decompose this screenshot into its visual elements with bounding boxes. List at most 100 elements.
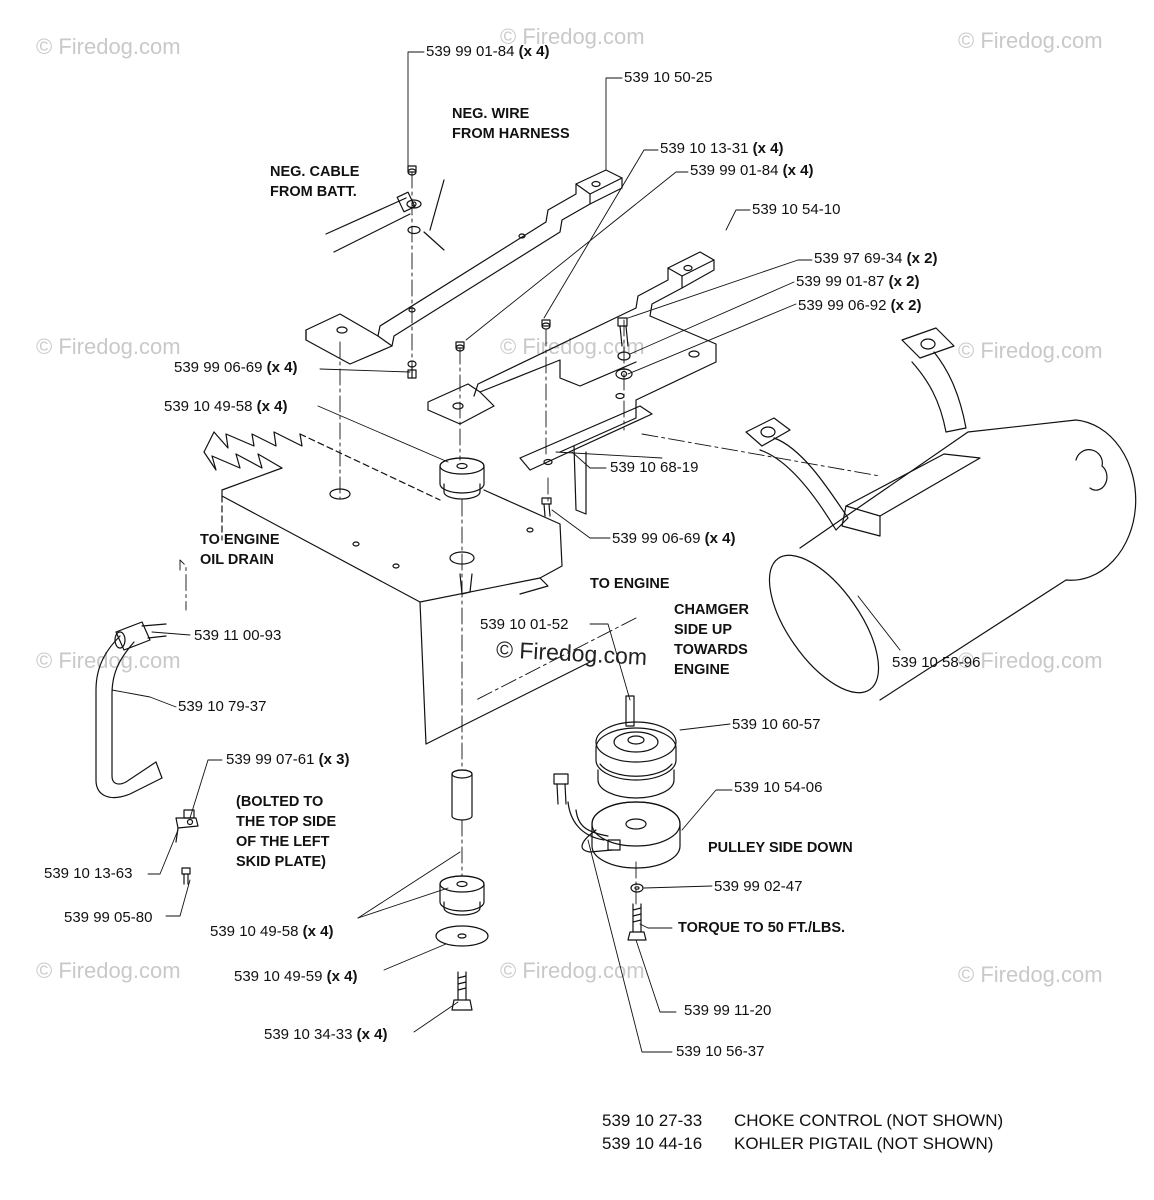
part-number: 539 10 13-63 (44, 865, 133, 882)
part-number: 539 99 06-69 (612, 530, 701, 547)
part-number: 539 99 11-20 (684, 1002, 772, 1019)
note-line: FROM HARNESS (452, 126, 570, 142)
note-line: OIL DRAIN (200, 552, 274, 568)
part-number: 539 10 56-37 (676, 1043, 765, 1060)
frame-skid-plate (203, 431, 595, 745)
callout-539-10-13-63: 539 10 13-63 (44, 865, 132, 882)
watermark: © Firedog.com (36, 34, 181, 59)
callout-539-99-11-20: 539 99 11-20 (684, 1002, 771, 1019)
pulley (595, 695, 677, 799)
watermark: © Firedog.com (36, 334, 181, 359)
callout-539-10-60-57: 539 10 60-57 (732, 716, 820, 733)
callout-539-10-54-06: 539 10 54-06 (734, 779, 822, 796)
note-torque: TORQUE TO 50 FT./LBS. (678, 920, 846, 936)
quantity: (x 4) (518, 43, 550, 60)
note-line: (BOLTED TO (236, 794, 324, 810)
note-line: ENGINE (674, 662, 730, 678)
part-number: 539 10 13-31 (660, 140, 749, 157)
part-number: 539 99 01-84 (690, 162, 779, 179)
footer-description: KOHLER PIGTAIL (NOT SHOWN) (734, 1134, 994, 1153)
watermark: © Firedog.com (36, 648, 181, 673)
part-number: 539 99 01-84 (426, 43, 515, 60)
note-line: NEG. WIRE (452, 106, 530, 122)
oil-drain-hose (95, 621, 167, 799)
quantity: (x 2) (890, 297, 922, 314)
note-line: THE TOP SIDE (236, 814, 337, 830)
part-number: 539 10 49-58 (210, 923, 299, 940)
part-number: 539 99 06-92 (798, 297, 887, 314)
quantity: (x 4) (266, 359, 298, 376)
part-number: 539 99 01-87 (796, 273, 885, 290)
electric-clutch (553, 773, 681, 941)
watermark: © Firedog.com (958, 338, 1103, 363)
callout-539-10-01-52: 539 10 01-52 (480, 616, 568, 633)
part-number: 539 99 05-80 (64, 909, 153, 926)
part-number: 539 10 54-06 (734, 779, 823, 796)
watermark: © Firedog.com (958, 648, 1103, 673)
part-number: 539 10 60-57 (732, 716, 821, 733)
note-line: NEG. CABLE (270, 164, 360, 180)
part-number: 539 10 50-25 (624, 69, 713, 86)
part-number: 539 97 69-34 (814, 250, 903, 267)
callout-539-99-06-92: 539 99 06-92 (x 2) (798, 297, 921, 314)
callout-539-10-54-10: 539 10 54-10 (752, 201, 840, 218)
leader-lines (111, 51, 901, 1053)
callout-539-11-00-93: 539 11 00-93 (194, 627, 281, 644)
callout-539-10-49-59: 539 10 49-59 (x 4) (234, 968, 357, 985)
quantity: (x 3) (318, 751, 350, 768)
note-bolted: (BOLTED TO THE TOP SIDE OF THE LEFT SKID… (236, 792, 336, 872)
note-chamfer: CHAMGER SIDE UP TOWARDS ENGINE (674, 600, 749, 680)
watermark: © Firedog.com (36, 958, 181, 983)
footer-item: 539 10 27-33 CHOKE CONTROL (NOT SHOWN) (602, 1110, 1003, 1132)
note-line: SIDE UP (674, 622, 733, 638)
quantity: (x 4) (704, 530, 736, 547)
part-number: 539 10 49-59 (234, 968, 323, 985)
part-number: 539 10 49-58 (164, 398, 253, 415)
callout-539-10-13-31: 539 10 13-31 (x 4) (660, 140, 783, 157)
callout-539-10-56-37: 539 10 56-37 (676, 1043, 764, 1060)
quantity: (x 4) (782, 162, 814, 179)
callout-539-99-01-87: 539 99 01-87 (x 2) (796, 273, 919, 290)
note-line: TOWARDS (674, 642, 748, 658)
quantity: (x 2) (888, 273, 920, 290)
part-number: 539 10 54-10 (752, 201, 841, 218)
callout-539-10-79-37: 539 10 79-37 (178, 698, 266, 715)
callout-539-99-06-69: 539 99 06-69 (x 4) (174, 359, 297, 376)
callout-539-99-06-69-b: 539 99 06-69 (x 4) (612, 530, 735, 547)
part-number: 539 10 01-52 (480, 616, 569, 633)
footer-description: CHOKE CONTROL (NOT SHOWN) (734, 1111, 1004, 1130)
footer-part-number: 539 10 44-16 (602, 1134, 703, 1153)
note-neg-cable: NEG. CABLE FROM BATT. (270, 162, 359, 202)
watermark: © Firedog.com (958, 28, 1103, 53)
part-number: 539 99 06-69 (174, 359, 263, 376)
watermark: © Firedog.com (500, 24, 645, 49)
note-to-engine: TO ENGINE (590, 576, 670, 592)
part-number: 539 10 68-19 (610, 459, 699, 476)
part-number: 539 10 79-37 (178, 698, 267, 715)
part-number: 539 99 07-61 (226, 751, 315, 768)
part-number: 539 10 58-96 (892, 654, 981, 671)
part-number: 539 11 00-93 (194, 627, 282, 644)
watermark: © Firedog.com (958, 962, 1103, 987)
quantity: (x 4) (302, 923, 334, 940)
callout-539-10-50-25: 539 10 50-25 (624, 69, 712, 86)
watermark: © Firedog.com (500, 958, 645, 983)
footer-part-number: 539 10 27-33 (602, 1111, 703, 1130)
note-line: CHAMGER (674, 602, 749, 618)
isolator-upper (439, 457, 485, 500)
note-pulley-side-down: PULLEY SIDE DOWN (708, 840, 853, 856)
callout-539-99-01-84: 539 99 01-84 (x 4) (426, 43, 549, 60)
note-oil-drain: TO ENGINE OIL DRAIN (200, 530, 280, 570)
part-number: 539 10 34-33 (264, 1026, 353, 1043)
callout-539-99-01-84-b: 539 99 01-84 (x 4) (690, 162, 813, 179)
mount-bracket-front (427, 251, 717, 517)
callout-539-10-49-58-b: 539 10 49-58 (x 4) (210, 923, 333, 940)
note-line: SKID PLATE) (236, 854, 326, 870)
callout-539-10-68-19: 539 10 68-19 (610, 459, 698, 476)
hose-clip (175, 809, 199, 885)
note-line: OF THE LEFT (236, 834, 330, 850)
quantity: (x 4) (752, 140, 784, 157)
callout-539-10-58-96: 539 10 58-96 (892, 654, 980, 671)
note-neg-wire: NEG. WIRE FROM HARNESS (452, 104, 570, 144)
